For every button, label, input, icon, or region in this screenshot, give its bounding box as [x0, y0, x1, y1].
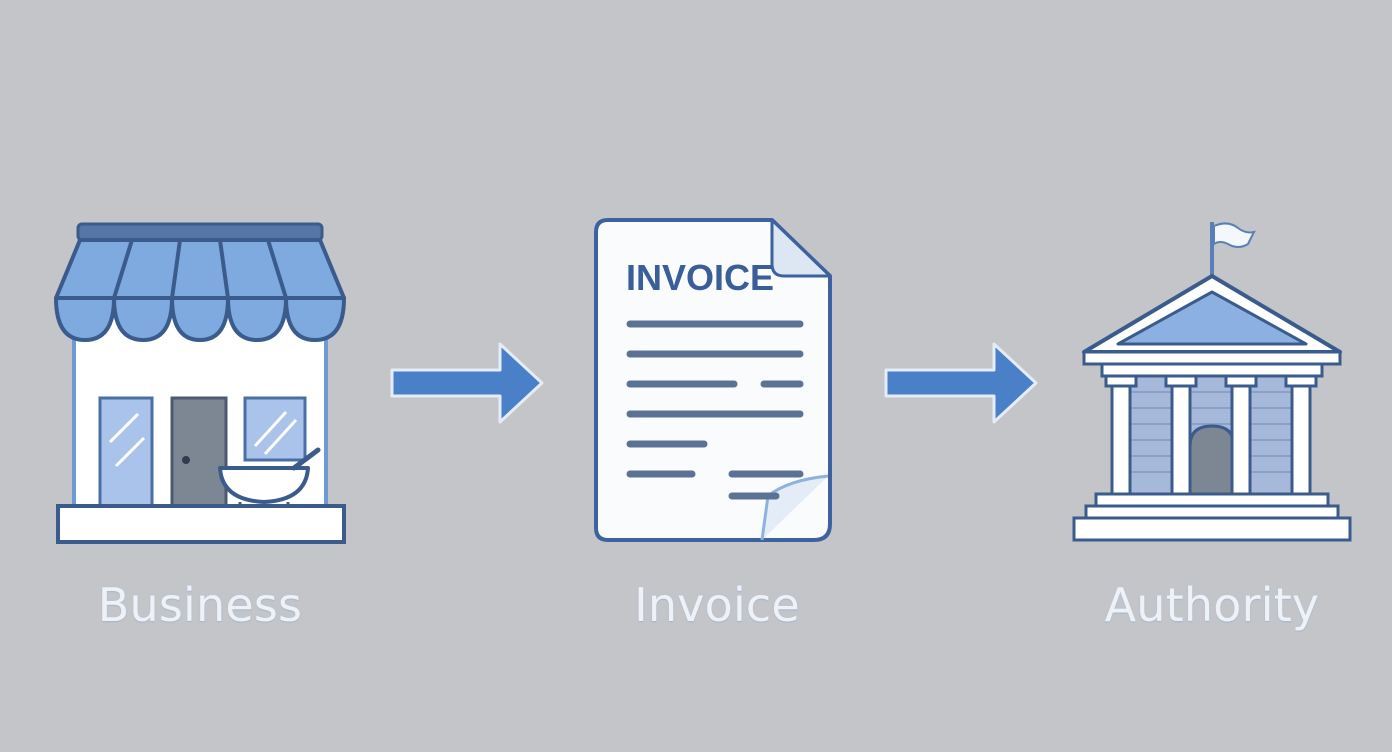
invoice-title: INVOICE	[626, 257, 774, 298]
arrow-right-icon	[884, 342, 1038, 424]
connector-invoice-authority	[882, 340, 1042, 426]
government-building-icon	[1072, 222, 1352, 542]
invoice-document-icon: INVOICE	[594, 218, 832, 542]
flag-icon	[1213, 222, 1256, 248]
business-label: Business	[97, 578, 303, 632]
business-node	[50, 220, 350, 550]
arrow-right-icon	[390, 342, 544, 424]
invoice-node: INVOICE	[592, 214, 838, 548]
connector-business-invoice	[388, 340, 548, 426]
authority-node	[1066, 214, 1362, 548]
authority-label: Authority	[1104, 578, 1320, 632]
storefront-icon	[54, 222, 346, 544]
invoice-label: Invoice	[634, 578, 800, 632]
